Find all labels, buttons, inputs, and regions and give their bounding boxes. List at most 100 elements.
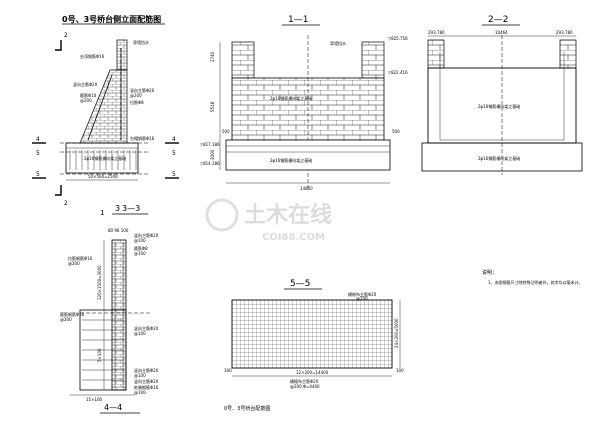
main-title: 0号、3号桥台侧立面配筋图 (62, 14, 161, 24)
watermark-brand: 土木在线 (244, 202, 332, 228)
mark-left-4: 4 (36, 136, 40, 143)
s33-b14: 桩端钢筋Φ16 (134, 384, 159, 390)
s22-title: 2—2 (488, 15, 508, 25)
s33-b11: 竖向主筋Φ20 (134, 367, 159, 373)
label-a9: 台帽钢筋Φ16 (130, 135, 155, 141)
watermark-logo-icon (205, 198, 239, 232)
cut-mark-bottom (55, 185, 62, 196)
s11-dim-total: 14850 (300, 186, 313, 191)
label-a8: @200 (130, 93, 142, 98)
s33-dim-left1: 120×1500=3000 (97, 265, 102, 300)
section-5-5: 5—5 12×200=14400 24×200=5000 100 100 横格布… (224, 279, 404, 389)
section-3-3: 3 3—3 1 15×100 80 96 100 120×1500=3000 5… (60, 204, 159, 402)
bottom-title: 0号、3号桥台配筋图 (224, 405, 270, 412)
s55-dim-right: 24×200=5000 (394, 318, 399, 348)
s33-b8: @100 (134, 331, 146, 336)
s55-dim-bottom: 12×200=14400 (296, 370, 329, 375)
rebar-sloped (87, 74, 113, 141)
s22-footing (421, 142, 583, 172)
watermark-domain: COI88.COM (262, 232, 325, 243)
s55-top-note2: @200 (356, 296, 368, 301)
label-a6: 拉筋Φ8 (130, 99, 144, 105)
label-a7: 竖向主筋Φ20 (130, 87, 155, 93)
s11-parapet-right (361, 41, 385, 79)
mark-right-5b: 5 (172, 171, 176, 178)
label-a10: 2φ16钢筋横向架立基础 (84, 155, 126, 161)
s22-elev-right: 293.780 (556, 30, 573, 35)
cut-mark-top (55, 40, 62, 51)
s11-note3: 2φ16钢筋横向架立基础 (270, 157, 312, 163)
s22-parapet-left (427, 39, 445, 69)
label-a3: 竖向主筋Φ20 (73, 81, 98, 87)
s44-title: 4—4 (104, 403, 122, 412)
s22-elev-left: 293.780 (428, 30, 445, 35)
label-a2: 台顶钢筋Φ16 (80, 53, 105, 59)
s55-mesh-slab (231, 299, 393, 369)
s33-top-dim: 80 96 100 (108, 228, 129, 233)
s55-side-left: 100 (224, 368, 232, 373)
watermark: 土木在线 COI88.COM (205, 198, 332, 243)
s55-top-note: 横格布主筋Φ20 (348, 291, 377, 297)
s33-b15: @100 (134, 390, 146, 395)
s33-b13: 竖向主筋Φ20 (134, 378, 159, 384)
s11-elev-low2: ▽814.186 (200, 161, 220, 166)
footing-rebars (69, 150, 137, 170)
s33-b10: @200 (60, 317, 72, 322)
s33-b7: 竖向主筋Φ20 (134, 325, 159, 331)
s33-b2: @100 (134, 238, 146, 243)
s11-footing (225, 139, 391, 171)
mark-left-5a: 5 (36, 150, 40, 157)
s33-b12: @100 (134, 373, 146, 378)
abutment-body (79, 69, 128, 144)
s11-title: 1—1 (288, 15, 308, 25)
s11-elev-mid: ▽822.416 (388, 70, 408, 75)
s11-parapet-left (231, 41, 255, 79)
s22-parapet-right (559, 39, 577, 69)
s33-b4: @100 (134, 251, 146, 256)
label-a5: @200 (80, 98, 92, 103)
abutment-elevation: 2 50×500=2500 2 4 4 5 5 5 5 背墙挡水 台顶钢筋Φ16 (32, 32, 179, 207)
s22-dim-top: 10464 (495, 30, 508, 35)
s33-b1: 竖向主筋Φ20 (134, 232, 159, 238)
s33-mark-left: 3 (115, 204, 120, 213)
mark-right-5a: 5 (172, 150, 176, 157)
s55-title: 5—5 (290, 279, 310, 289)
s11-dim-v1: 2740 (210, 51, 215, 62)
section-2-2: 2—2 10464 293.780 293.780 2φ16钢筋横向架立基础 2… (421, 15, 583, 175)
s11-elev-low1: ▽817.186 (200, 142, 220, 147)
notes-heading: 说明： (482, 269, 497, 276)
mark-left-5b: 5 (36, 171, 40, 178)
s11-elev-top: ▽825.756 (388, 36, 408, 41)
label-a4: 箍筋Φ10 (80, 92, 97, 98)
s11-dim-v2: 5518 (210, 101, 215, 112)
s11-note2: 2φ16钢筋横向架立基础 (270, 95, 312, 101)
s33-mark-1: 1 (100, 209, 104, 217)
s55-bot-note2: @200 Φ=4400 (290, 384, 320, 389)
s22-note-bot: 2φ16钢筋横向架立基础 (478, 155, 520, 161)
s11-dim-s1: 500 (222, 129, 230, 134)
s33-b9: 箍筋钢筋Φ16 (60, 311, 85, 317)
s22-note-mid: 2φ16钢筋横向架立基础 (478, 103, 520, 109)
s11-note1: 背墙挡水 (330, 40, 346, 46)
s33-b3: 箍筋Φ8 (134, 245, 148, 251)
section-mark-top-2: 2 (64, 32, 68, 39)
dim-bottom: 50×500=2500 (88, 174, 118, 179)
s55-bot-note: 横格布主筋Φ20 (290, 378, 319, 384)
s11-dim-s2: 500 (392, 129, 400, 134)
label-a1: 背墙挡水 (133, 39, 149, 45)
mark-right-4: 4 (172, 136, 176, 143)
section-mark-bottom-2: 2 (64, 200, 68, 207)
s33-b5: 拉筋钢筋Φ16 (68, 255, 93, 261)
s33-b6: @200 (68, 261, 80, 266)
s33-dim-bot: 15×100 (86, 397, 103, 402)
s33-stirrups (82, 319, 124, 381)
section-1-1: 1—1 14850 2740 5518 3000 500 500 ▽825.75… (200, 15, 408, 191)
notes-line1: 1、本图钢筋尺寸除特殊注明者外，其余均以毫米计。 (488, 279, 583, 285)
s33-title: 3—3 (122, 204, 140, 213)
s33-column (111, 239, 127, 391)
notes: 说明： 1、本图钢筋尺寸除特殊注明者外，其余均以毫米计。 (482, 269, 583, 285)
parapet-wall (116, 39, 128, 71)
s11-dim-v3: 3000 (210, 149, 215, 160)
